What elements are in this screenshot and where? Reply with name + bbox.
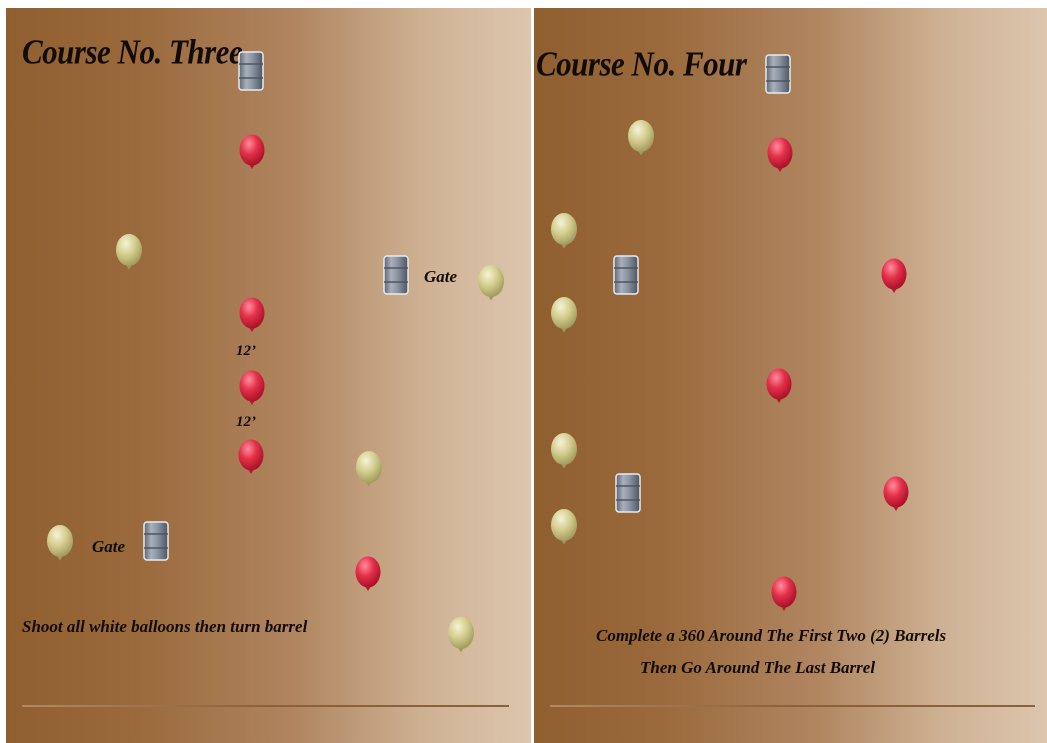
red-balloon-icon (765, 137, 795, 175)
white-balloon-icon (549, 297, 579, 335)
barrel-icon (615, 472, 641, 514)
course-four-panel: Course No. Four Complete a 360 Around Th… (534, 8, 1047, 743)
barrel-icon (383, 254, 409, 296)
red-balloon-icon (237, 297, 267, 335)
course-four-instruction-line1: Complete a 360 Around The First Two (2) … (596, 626, 946, 646)
red-balloon-icon (237, 134, 267, 172)
distance-label: 12’ (236, 343, 256, 360)
red-balloon-icon (237, 370, 267, 408)
red-balloon-icon (879, 258, 909, 296)
red-balloon-icon (881, 476, 911, 514)
white-balloon-icon (549, 213, 579, 251)
gate-label: Gate (92, 537, 125, 557)
distance-label: 12’ (236, 414, 256, 431)
divider-line (22, 705, 509, 707)
white-balloon-icon (626, 120, 656, 158)
red-balloon-icon (769, 576, 799, 614)
white-balloon-icon (549, 509, 579, 547)
course-three-instruction: Shoot all white balloons then turn barre… (22, 617, 307, 637)
course-three-panel: Course No. Three Gate 12’ 12’ Gate Shoot… (6, 8, 531, 743)
white-balloon-icon (45, 525, 75, 563)
course-three-title: Course No. Three (22, 32, 242, 72)
white-balloon-icon (549, 433, 579, 471)
barrel-icon (765, 53, 791, 95)
red-balloon-icon (236, 439, 266, 477)
red-balloon-icon (764, 368, 794, 406)
course-four-instruction-line2: Then Go Around The Last Barrel (640, 658, 875, 678)
course-four-title: Course No. Four (536, 44, 746, 84)
gate-label: Gate (424, 267, 457, 287)
white-balloon-icon (114, 234, 144, 272)
barrel-icon (613, 254, 639, 296)
white-balloon-icon (476, 265, 506, 303)
barrel-icon (143, 520, 169, 562)
barrel-icon (238, 50, 264, 92)
white-balloon-icon (446, 617, 476, 655)
white-balloon-icon (354, 451, 384, 489)
divider-line (550, 705, 1035, 707)
red-balloon-icon (353, 556, 383, 594)
